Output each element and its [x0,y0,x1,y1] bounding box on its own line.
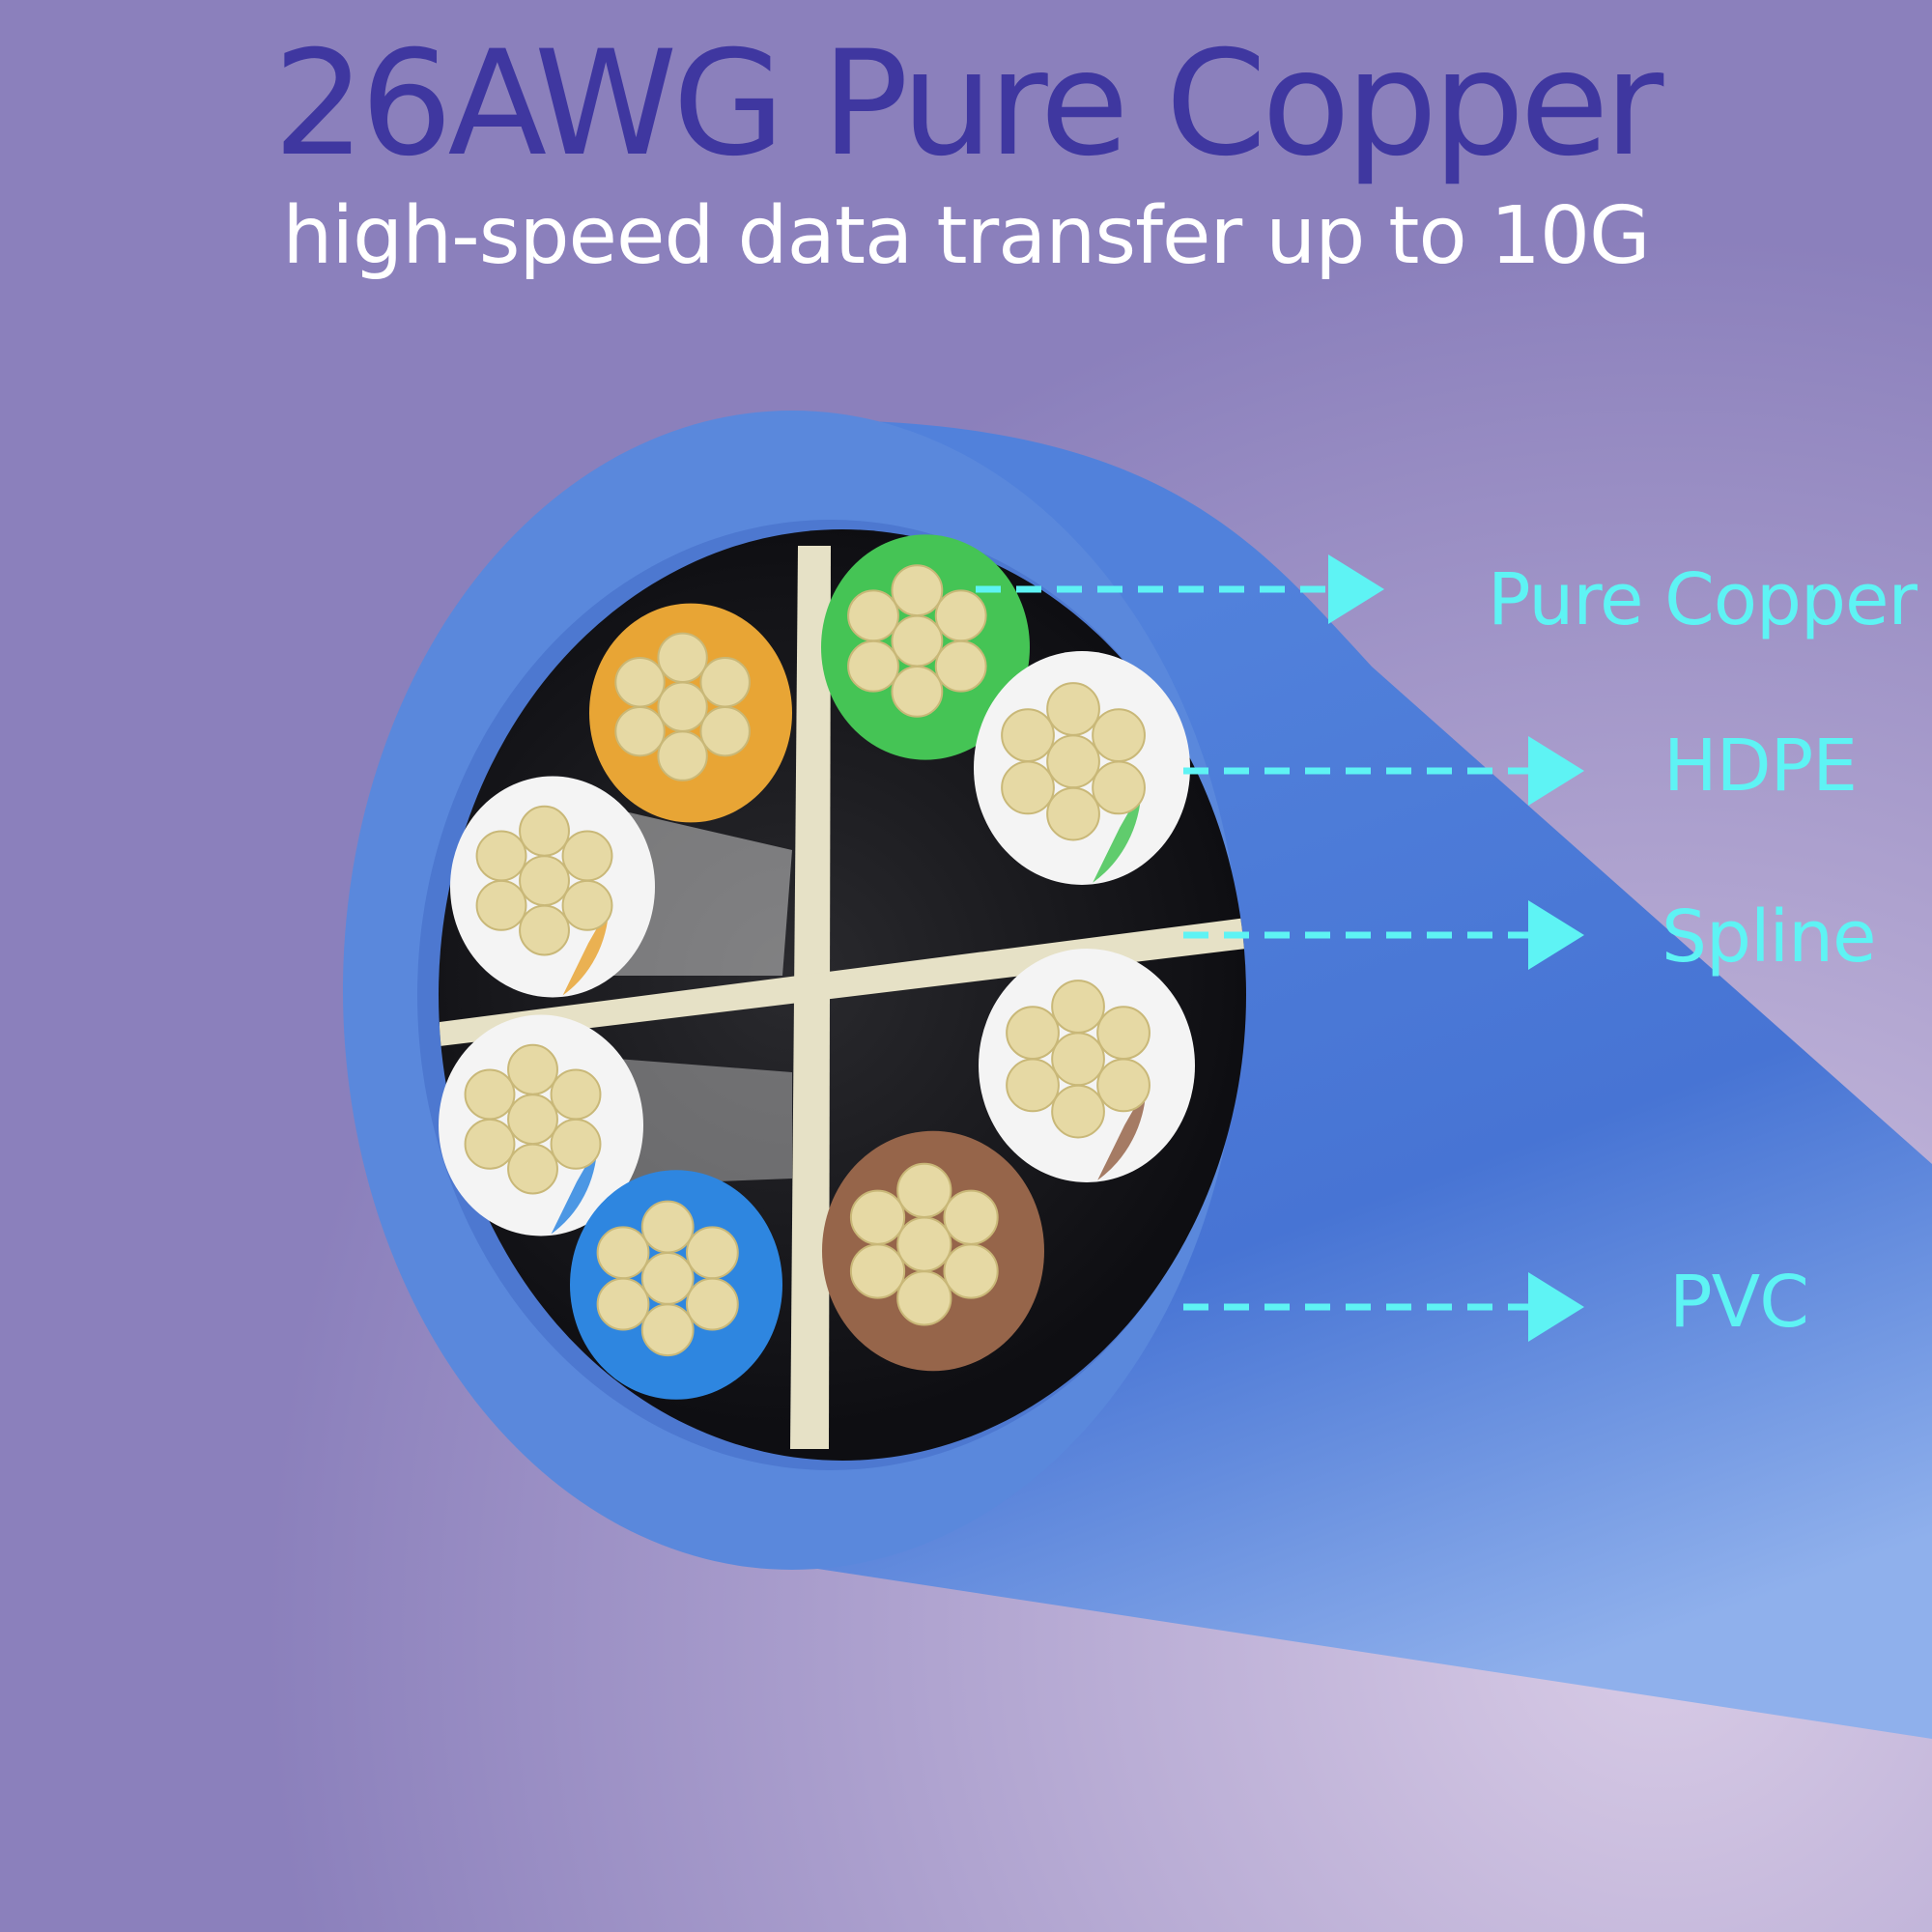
copper-strand [685,1277,739,1331]
wire-orange [589,603,792,823]
wire-blue [570,1170,782,1400]
copper-strand [507,1143,558,1195]
copper-strand [891,564,944,617]
copper-strand [1051,1032,1105,1087]
wire-stripe [1097,1087,1147,1180]
copper-strand [596,1277,650,1331]
copper-strand [1096,1058,1151,1113]
wire-blue-white [439,1014,643,1236]
copper-strand [1046,734,1100,789]
copper-strand [550,1068,602,1121]
copper-strand [614,705,666,757]
copper-strand [1001,760,1055,815]
page-subtitle: high-speed data transfer up to 10G [282,190,1650,282]
arrow-head [1528,1272,1584,1342]
wire-orange-white [450,776,655,998]
arrow-spline [1183,900,1584,970]
copper-strand [519,805,570,857]
callout-label-spline: Spline [1662,895,1876,979]
copper-strand [507,1043,558,1095]
copper-strand [699,705,751,757]
arrow-hdpe [1183,736,1584,806]
copper-strand [640,1200,695,1254]
callout-label-pvc: PVC [1669,1261,1809,1344]
copper-strand [550,1118,602,1170]
copper-strand [1006,1006,1060,1061]
arrow-pure-copper [976,554,1384,624]
copper-strand [891,614,944,668]
copper-strand [849,1189,906,1245]
copper-strand [847,639,899,693]
callout-arrows [976,554,1584,1342]
copper-strand [1046,786,1100,841]
copper-strand [1051,980,1105,1034]
copper-strand [657,681,708,732]
wire-stripe [1093,789,1142,883]
copper-strand [891,665,944,718]
wire-green-white [974,651,1190,885]
copper-strand [1001,708,1055,763]
copper-strand [847,589,899,642]
copper-strand [657,632,708,683]
wire-stripe [551,1146,598,1235]
copper-strand [507,1094,558,1146]
copper-strand [464,1118,516,1170]
wire-stripe [562,907,610,996]
callout-label-hdpe: HDPE [1663,724,1858,808]
copper-strand [896,1216,952,1272]
arrow-head [1528,900,1584,970]
copper-strand [561,879,613,931]
copper-strand [1051,1084,1105,1139]
copper-strand [1096,1006,1151,1061]
copper-strand [1092,708,1146,763]
arrow-pvc [1183,1272,1584,1342]
copper-strand [596,1226,650,1280]
copper-strand [1046,682,1100,736]
copper-strand [1092,760,1146,815]
copper-strand [640,1303,695,1357]
copper-strand [464,1068,516,1121]
copper-strand [519,904,570,956]
spline-horizontal [440,918,1246,1046]
copper-strand [685,1226,739,1280]
copper-strand [561,830,613,882]
copper-strand [657,730,708,781]
copper-strand [896,1270,952,1326]
wire-brown-white [979,949,1195,1182]
page-title: 26AWG Pure Copper [272,20,1664,188]
copper-strand [640,1252,695,1305]
copper-strand [699,657,751,708]
callout-label-pure-copper: Pure Copper [1488,558,1918,641]
copper-strand [934,589,987,642]
copper-strand [934,639,987,693]
copper-strand [475,830,527,882]
copper-strand [475,879,527,931]
copper-strand [849,1243,906,1299]
arrow-head [1528,736,1584,806]
arrow-head [1328,554,1384,624]
copper-strand [896,1162,952,1218]
copper-strand [519,855,570,907]
copper-strand [1006,1058,1060,1113]
copper-strand [943,1243,999,1299]
copper-strand [614,657,666,708]
wire-brown [822,1130,1044,1372]
copper-strand [943,1189,999,1245]
